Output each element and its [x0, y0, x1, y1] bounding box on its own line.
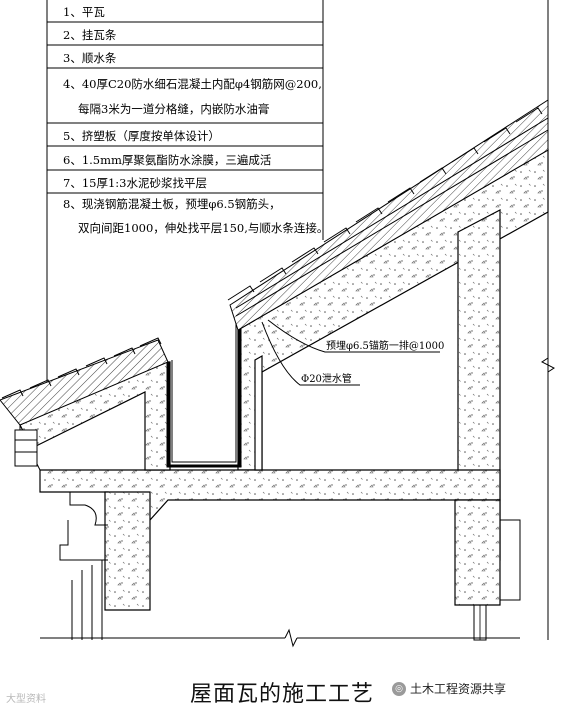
watermark-right-text: 土木工程资源共享 [410, 682, 507, 696]
note-7: 7、15厚1:3水泥砂浆找平层 [63, 176, 207, 190]
wechat-logo-icon: ◎ [392, 681, 406, 696]
note-8-cont: 双向间距1000，伸处找平层150,与顺水条连接。 [78, 221, 328, 235]
downpipe [473, 519, 521, 641]
note-1: 1、平瓦 [63, 5, 105, 19]
notes-table [46, 0, 324, 402]
callout-rebar: 预埋φ6.5锚筋一排@1000 [326, 339, 444, 352]
eave-cornice [14, 425, 108, 640]
note-3: 3、顺水条 [63, 51, 117, 65]
note-6: 6、1.5mm厚聚氨酯防水涂膜，三遍成活 [63, 153, 271, 167]
callout-leaders [261, 319, 440, 386]
note-4-cont: 每隔3米为一道分格缝，内嵌防水油膏 [78, 102, 269, 116]
note-4: 4、40厚C20防水细石混凝土内配φ4钢筋网@200, [63, 77, 322, 91]
drawing-caption: 屋面瓦的施工工艺 [189, 682, 374, 707]
watermark-left: 大型资料 [6, 694, 46, 705]
note-2: 2、挂瓦条 [63, 28, 117, 42]
watermark-right: ◎ 土木工程资源共享 [392, 680, 506, 697]
upper-tile-ridges [227, 107, 543, 301]
concrete-structure [19, 148, 549, 611]
notes-text: 1、平瓦 2、挂瓦条 3、顺水条 4、40厚C20防水细石混凝土内配φ4钢筋网@… [63, 5, 328, 235]
callout-drain-pipe: Φ20泄水管 [301, 372, 352, 385]
ground-line [40, 0, 555, 648]
note-8: 8、现浇钢筋混凝土板，预埋φ6.5钢筋头， [63, 197, 281, 211]
lower-roof-tiles [0, 337, 169, 426]
note-5: 5、挤塑板（厚度按单体设计） [63, 129, 220, 143]
